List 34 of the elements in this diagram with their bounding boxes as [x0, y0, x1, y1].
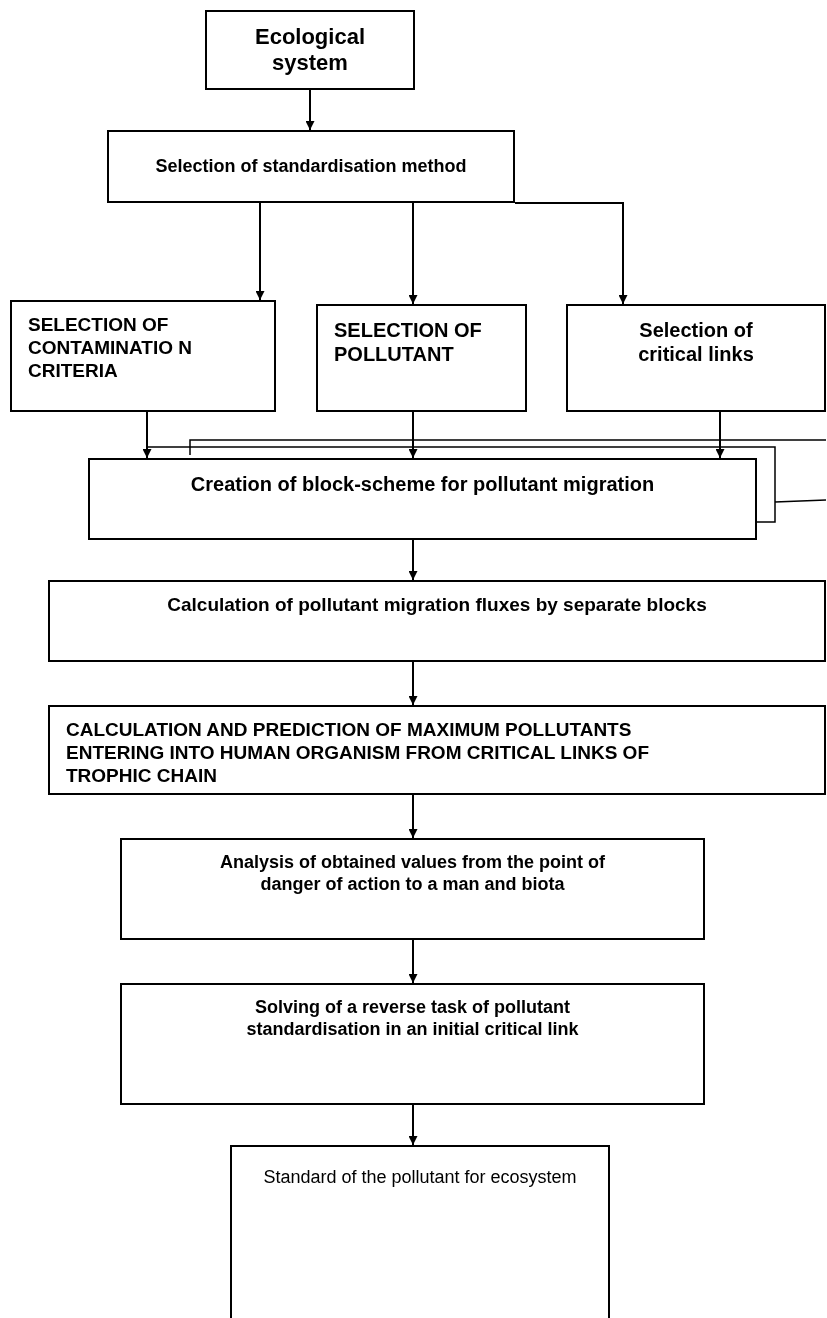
arrow	[408, 794, 418, 839]
arrow	[715, 411, 725, 459]
box-text: Analysis of obtained values from the point of danger of action to a man and biota	[218, 852, 606, 896]
process-box	[230, 1145, 610, 1318]
arrow	[514, 202, 628, 305]
box-text: SELECTION OF POLLUTANT	[334, 318, 483, 366]
process-box	[10, 300, 276, 412]
box-text: Standard of the pollutant for ecosystem	[263, 1166, 577, 1189]
arrow	[305, 89, 315, 131]
box-text: CALCULATION AND PREDICTION OF MAXIMUM POLLUTANTS ENTERING INTO HUMAN ORGANISM FROM CRITICAL LINKS OF TROPHIC CHAIN	[66, 719, 650, 788]
arrow	[408, 661, 418, 706]
arrow	[142, 411, 152, 459]
process-box	[48, 705, 826, 795]
arrow	[408, 939, 418, 984]
process-box	[88, 458, 757, 540]
box-text: Selection of critical links	[637, 318, 755, 366]
process-box	[48, 580, 826, 662]
arrow	[408, 411, 418, 459]
process-box	[120, 983, 705, 1105]
box-text: Calculation of pollutant migration fluxes by separate blocks	[167, 594, 707, 617]
arrow	[408, 1104, 418, 1146]
box-text: Ecological system	[253, 23, 366, 77]
arrow	[408, 539, 418, 581]
arrow	[255, 202, 265, 301]
process-box	[120, 838, 705, 940]
box-text: Selection of standardisation method	[155, 155, 467, 178]
process-box	[205, 10, 415, 90]
box-text: Solving of a reverse task of pollutant standardisation in an initial critical link	[245, 997, 580, 1041]
process-box	[316, 304, 527, 412]
arrow	[408, 202, 418, 305]
process-box	[566, 304, 826, 412]
box-text: Creation of block-scheme for pollutant migration	[190, 472, 655, 496]
box-text: SELECTION OF CONTAMINATIO N CRITERIA	[28, 314, 193, 383]
process-box	[107, 130, 515, 203]
